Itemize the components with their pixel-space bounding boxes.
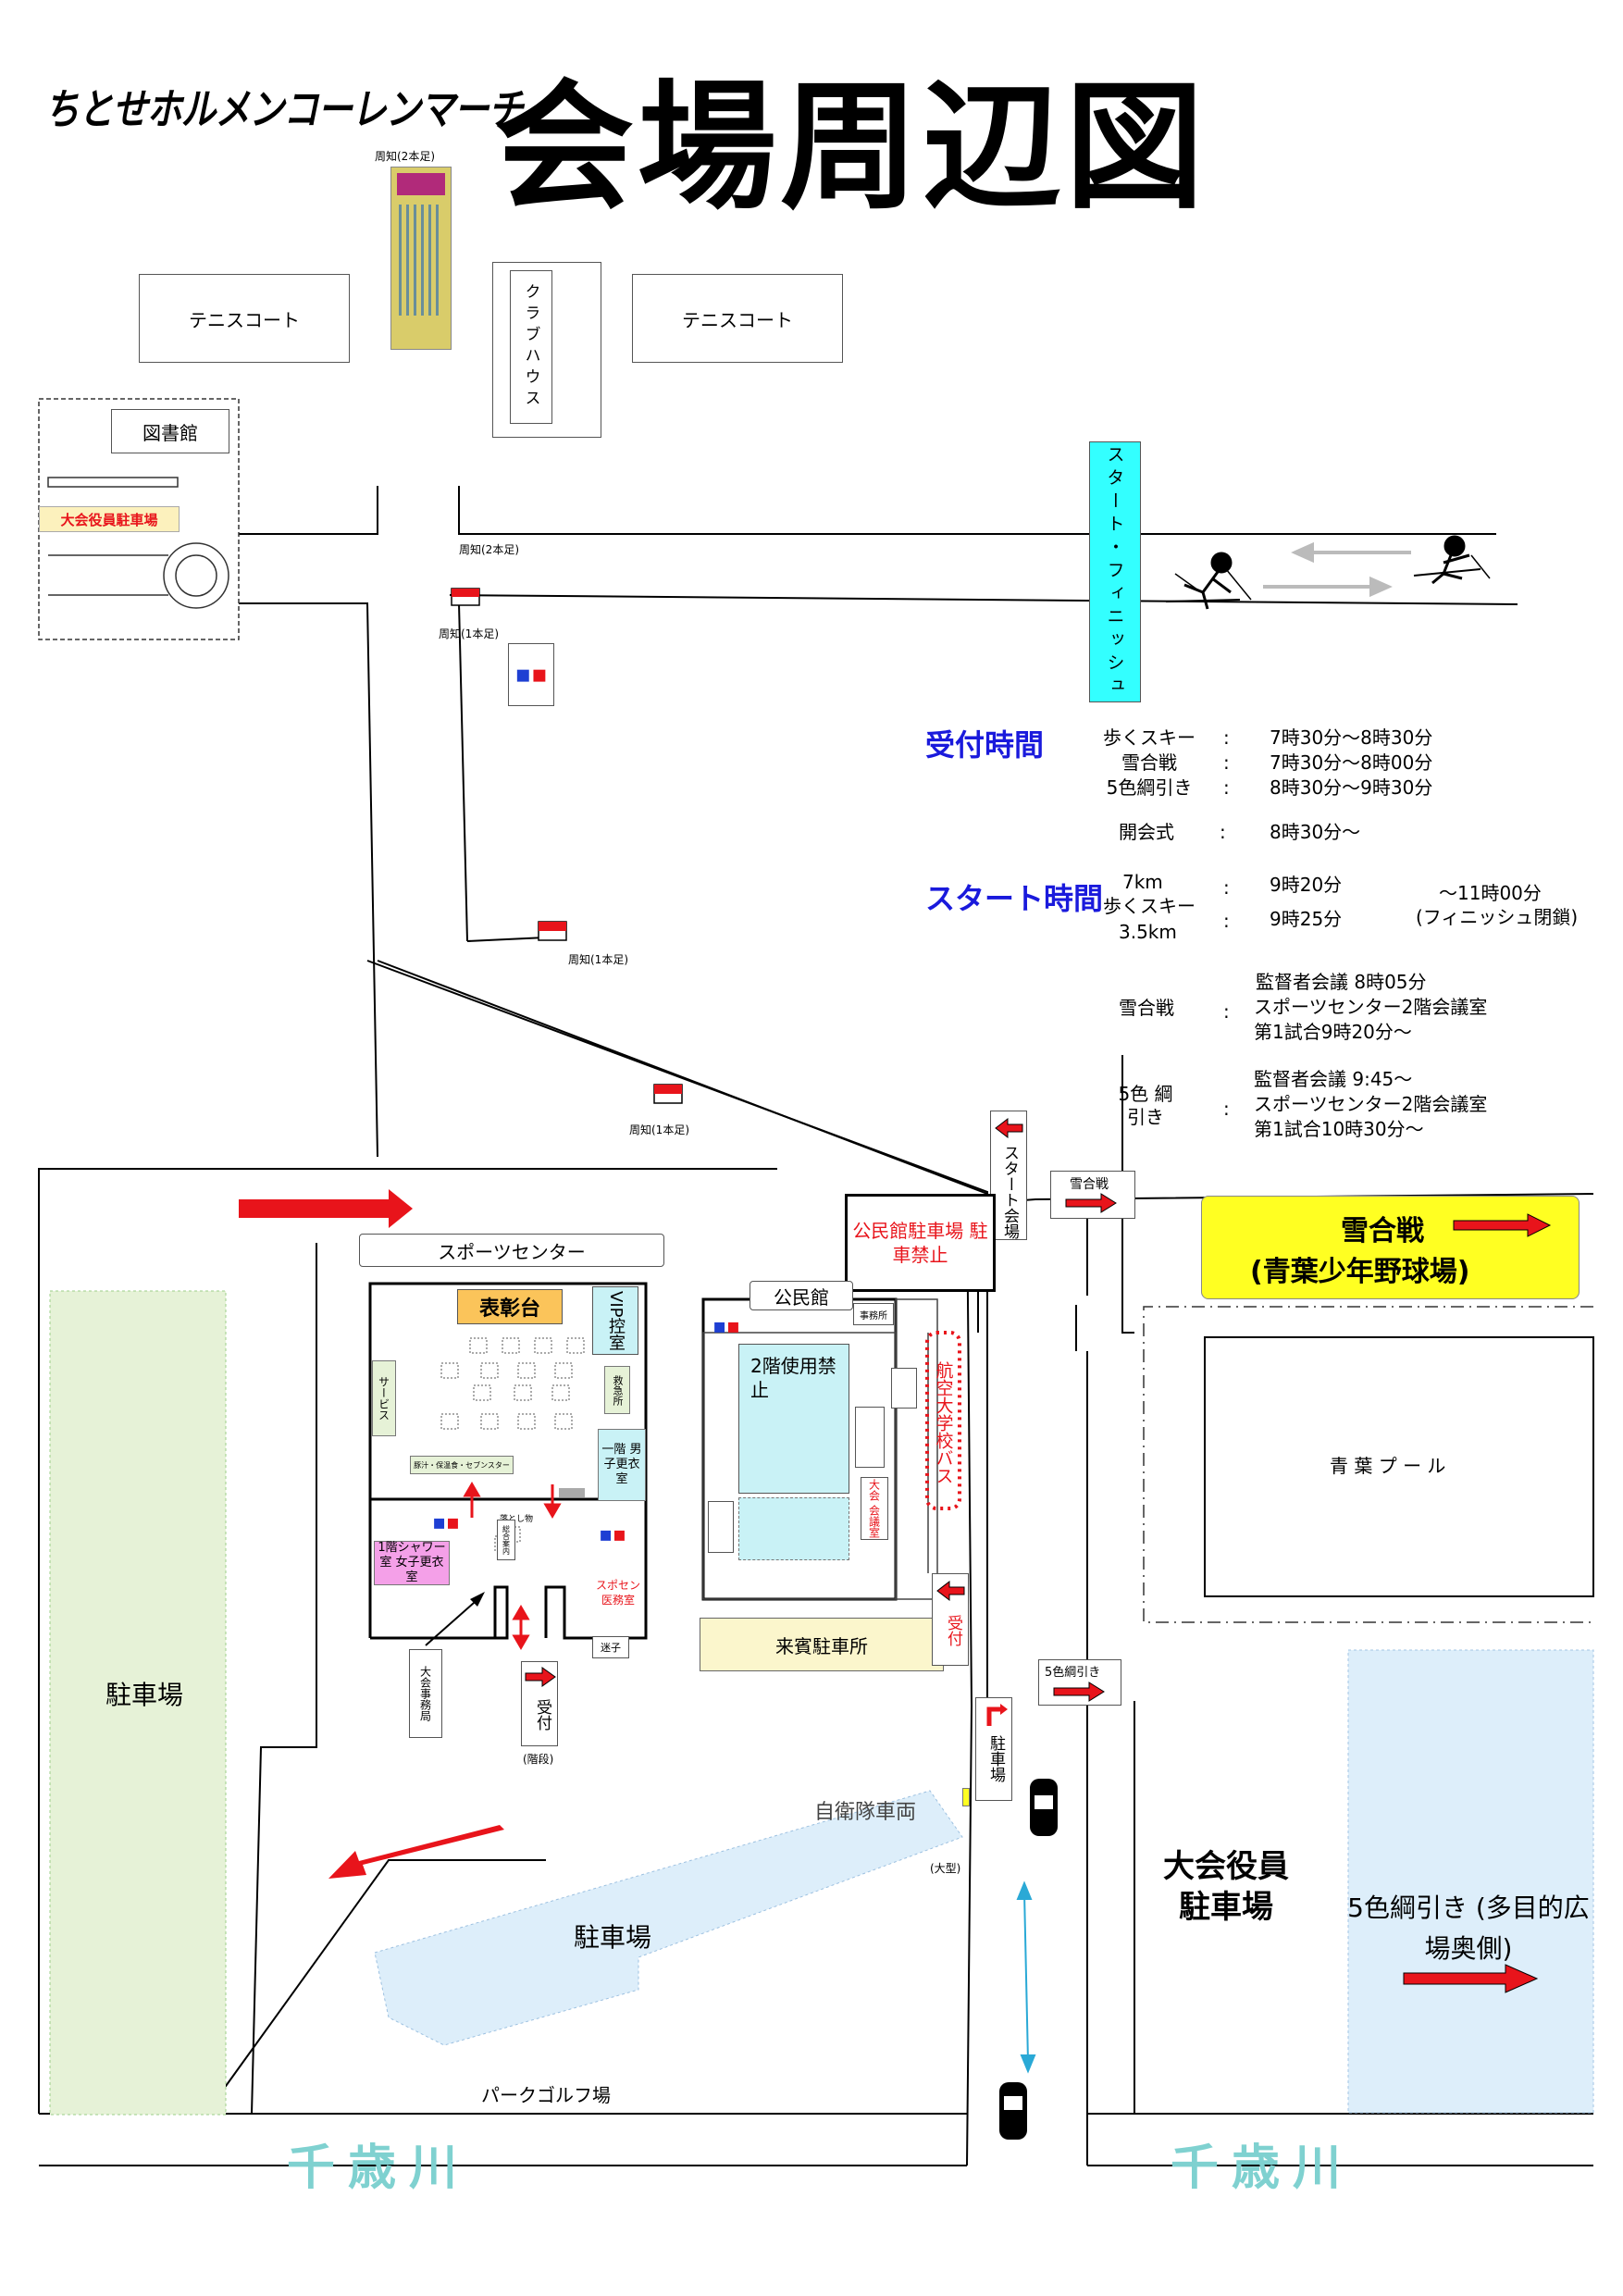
parking-sign: 駐車場 — [975, 1697, 1012, 1801]
right-arrow-icon — [1053, 1682, 1105, 1702]
top-roads — [239, 486, 1594, 1226]
tsunahiki-details: 監督者会議 9:45～ スポーツセンター2階会議室 第1試合10時30分～ — [1254, 1068, 1488, 1140]
turn-arrow-icon — [986, 1704, 1008, 1726]
yukigassen-details: 監督者会議 8時05分 スポーツセンター2階会議室 第1試合9時20分～ — [1254, 971, 1488, 1043]
notice-sign-icon — [451, 588, 683, 1104]
notice-board — [390, 167, 452, 350]
notice-1-label-a: 周知(1本足) — [439, 627, 499, 640]
tsunahiki-event: 5色 綱引き — [1118, 1083, 1173, 1128]
start-finish-banner: スタート・フィニッシュ — [1089, 441, 1141, 702]
club-house-label: クラブハウス — [510, 270, 552, 424]
vip-room: VIP控室 — [592, 1286, 638, 1355]
opening-event: 開会式 — [1119, 821, 1174, 843]
left-arrow-icon — [936, 1580, 965, 1602]
conference-room: 大会 会議室 — [861, 1477, 888, 1540]
event-subtitle: ちとせホルメンコーレンマーチ — [44, 84, 523, 134]
toilet-icon: ▪▪ — [432, 1510, 460, 1534]
toilet-icon: ▪▪ — [508, 643, 554, 706]
two-way-arrow — [1016, 1880, 1036, 2074]
community-hall-label: 公民館 — [750, 1281, 853, 1310]
start-walk-ski: 歩くスキー — [1103, 895, 1196, 917]
officials-parking-label: 大会役員 駐車場 — [1163, 1848, 1289, 1926]
river-label-right: 千歳川 — [1171, 2141, 1355, 2196]
tsunahiki-area-label: 5色綱引き (多目的広場奥側) — [1347, 1893, 1590, 1964]
guest-parking: 来賓駐車所 — [700, 1618, 944, 1671]
left-arrow-icon — [995, 1117, 1023, 1139]
toilet-icon: ▪▪ — [712, 1314, 740, 1338]
finish-close-note: (フィニッシュ閉鎖) — [1416, 906, 1579, 928]
schedule-events: 歩くスキー 雪合戦 5色綱引き — [1103, 726, 1196, 799]
service-corner: サービス — [372, 1360, 396, 1436]
hall-parking-sign: 公民館駐車場 駐車禁止 — [845, 1194, 996, 1292]
yukigassen-event: 雪合戦 — [1119, 997, 1174, 1019]
large-vehicle-label: (大型) — [930, 1862, 961, 1875]
club-house: クラブハウス — [492, 262, 601, 438]
right-arrow-icon — [1065, 1193, 1117, 1213]
red-arrows — [239, 1189, 504, 1879]
start-35km-time: 9時25分 — [1270, 908, 1343, 930]
baseball-area — [1143, 1306, 1594, 1623]
car-icon — [1030, 1779, 1058, 1836]
reception-heading: 受付時間 — [925, 727, 1045, 763]
right-arrow-icon — [525, 1667, 556, 1687]
gray-arrows — [1263, 541, 1411, 598]
toilet-icon: ▪▪ — [599, 1522, 626, 1546]
multipurpose-area — [1347, 1649, 1594, 2114]
tennis-court-right: テニスコート — [632, 274, 843, 363]
pool-label: 青 葉 プ ー ル — [1330, 1455, 1446, 1477]
opening-time: 8時30分～ — [1270, 821, 1361, 843]
library-roundabout — [38, 398, 240, 640]
library: 図書館 — [111, 409, 229, 453]
aviation-bus: 航空大学校バス — [933, 1360, 954, 1484]
info-desk: 総合案内 — [497, 1520, 515, 1560]
yukigassen-box: 雪合戦 (青葉少年野球場) — [1201, 1196, 1580, 1299]
officials-parking-small: 大会役員駐車場 — [39, 506, 180, 532]
sdf-vehicle-label: 自衛隊車両 — [814, 1801, 917, 1824]
start-venue-sign: スタート会場 — [990, 1111, 1027, 1240]
tennis-court-left: テニスコート — [139, 274, 350, 363]
stairs-label: (階段) — [523, 1753, 554, 1766]
awards-stage: 表彰台 — [457, 1289, 563, 1324]
finish-close: ～11時00分 — [1439, 882, 1542, 904]
river-label-left: 千歳川 — [287, 2141, 471, 2196]
small-red-arrows — [463, 1482, 562, 1650]
first-aid: 救急所 — [604, 1366, 630, 1414]
sponsor-medical: スポセン 医務室 — [595, 1579, 640, 1607]
reception-sign-2: 受付 — [932, 1573, 969, 1666]
lost-found-mark — [559, 1488, 585, 1497]
parking-bottom-label: 駐車場 — [574, 1922, 652, 1953]
reception-sign: 受付 — [521, 1661, 558, 1746]
start-7km: 7km — [1122, 871, 1163, 893]
blue-parking-strip — [374, 1790, 963, 2046]
food-corner: 豚汁・保温食・セブンスター — [410, 1456, 514, 1474]
start-7km-time: 9時20分 — [1270, 874, 1343, 896]
men-locker: 一階 男子更衣室 — [598, 1429, 646, 1501]
parking-left-label: 駐車場 — [105, 1680, 184, 1710]
car-icon — [999, 2082, 1027, 2140]
lost-child: 迷子 — [592, 1636, 629, 1658]
start-35km: 3.5km — [1119, 921, 1177, 943]
yukigassen-sign: 雪合戦 — [1050, 1171, 1135, 1219]
green-parking-area — [49, 1290, 227, 2116]
sports-center-label: スポーツセンター — [359, 1234, 664, 1267]
floor2-closed: 2階使用禁止 — [738, 1344, 849, 1494]
skier-icon — [1165, 552, 1252, 610]
start-heading: スタート時間 — [925, 881, 1104, 916]
lost-found: 落とし物 — [500, 1515, 534, 1524]
notice-1-label-c: 周知(1本足) — [629, 1123, 689, 1136]
skier-icon — [1413, 535, 1491, 585]
notice-1-label-b: 周知(1本足) — [568, 953, 628, 966]
page-title: 会場周辺図 — [495, 68, 1208, 229]
women-shower: 1階シャワー室 女子更衣室 — [374, 1541, 450, 1585]
right-arrow-icon — [1403, 1964, 1539, 1993]
tsunahiki-sign: 5色綱引き — [1038, 1659, 1121, 1706]
right-arrow-icon — [1453, 1213, 1552, 1237]
office: 事務所 — [853, 1303, 894, 1325]
park-golf-label: パークゴルフ場 — [481, 2084, 611, 2106]
notice-label: 周知(2本足) — [375, 150, 435, 163]
reception-times: 7時30分～8時30分 7時30分～8時00分 8時30分～9時30分 — [1270, 726, 1433, 799]
notice-2-label: 周知(2本足) — [459, 543, 519, 556]
hq-office: 大会事務局 — [409, 1649, 442, 1738]
